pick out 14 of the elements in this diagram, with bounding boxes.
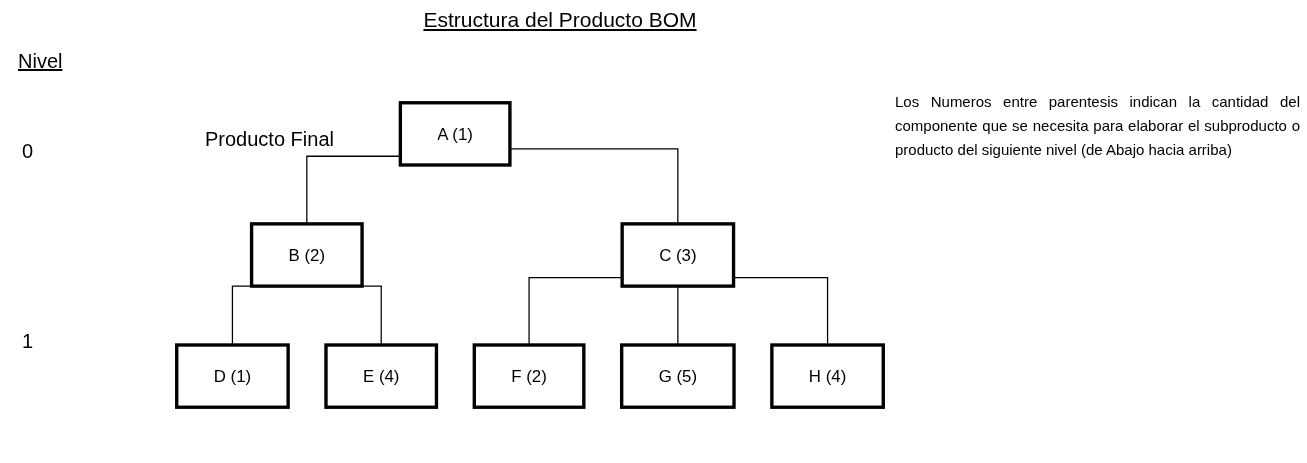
- node-box: E (4): [324, 343, 439, 409]
- node-box: C (3): [620, 222, 736, 288]
- node-box: B (2): [249, 222, 364, 288]
- node-box: H (4): [770, 343, 885, 409]
- level-number: 0: [22, 140, 35, 163]
- node-box: F (2): [472, 343, 586, 409]
- node-box: D (1): [175, 343, 290, 409]
- diagram-title: Estructura del Producto BOM: [422, 8, 698, 32]
- level-number: 1: [22, 330, 35, 353]
- note-text: Los Numeros entre parentesis indican la cantidad del componente que se necesita para elaborar el subproducto o producto del siguiente nivel (de Abajo hacia arriba): [895, 92, 1300, 160]
- column-heading: Nivel: [18, 50, 64, 73]
- row-label: Producto Final: [205, 128, 335, 151]
- node-box: G (5): [620, 343, 736, 409]
- node-box: A (1): [398, 101, 512, 167]
